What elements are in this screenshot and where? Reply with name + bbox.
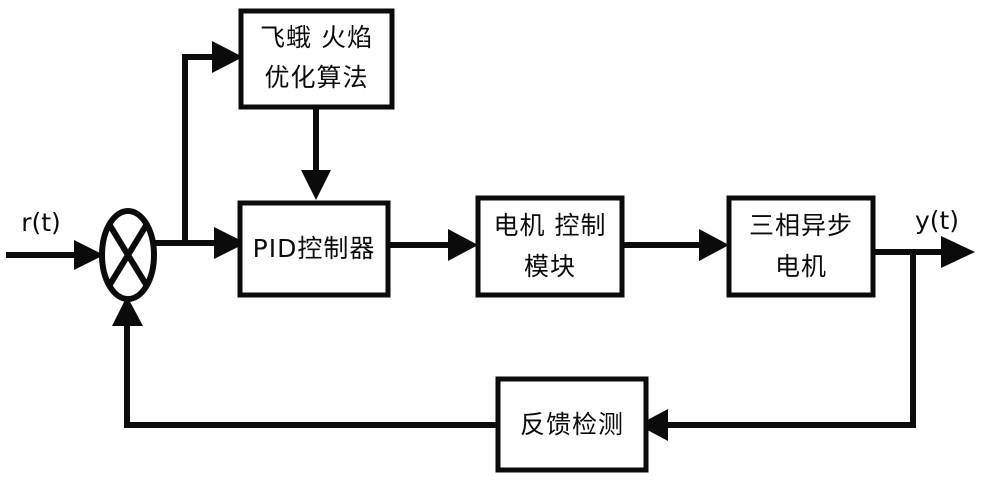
pid-controller-block-frame (237, 200, 391, 298)
arrow-head-summer-feedback-input (112, 296, 143, 326)
wire-feedback-to-summer (112, 296, 498, 428)
arrow-head-mfo-input (212, 41, 243, 73)
summing-junction[interactable] (99, 208, 157, 302)
moth-flame-optimization-label-line-2: 优化算法 (264, 63, 368, 92)
three-phase-induction-motor-block[interactable]: 三相异步 电机 (726, 195, 876, 298)
motor-control-module-block-frame (475, 195, 625, 298)
wire-input-to-summer (6, 240, 104, 270)
arrow-head-pid-input (214, 227, 246, 259)
arrow-head-feedback-input (638, 409, 668, 441)
wire-pid-to-motor-control (388, 229, 478, 261)
motor-control-module-block[interactable]: 电机 控制 模块 (475, 195, 625, 298)
arrow-head-motor-control-input (448, 229, 478, 261)
arrow-head-motor-input (699, 229, 729, 261)
input-signal-label: r(t) (21, 208, 61, 237)
moth-flame-optimization-block-frame (238, 8, 395, 110)
output-signal-label: y(t) (915, 206, 959, 235)
feedback-detection-block[interactable]: 反馈检测 (495, 376, 649, 473)
wire-summer-to-pid (152, 227, 246, 259)
moth-flame-optimization-label-line-1: 飞蛾 火焰 (260, 23, 373, 52)
wire-output-branch-to-feedback (638, 252, 916, 441)
motor-control-module-label-line-1: 电机 控制 (494, 211, 607, 240)
summing-junction-cross-line-2 (106, 222, 150, 288)
three-phase-induction-motor-label-line-2: 电机 (775, 252, 827, 281)
pid-controller-label: PID控制器 (253, 234, 376, 263)
wire-motor-control-to-motor (622, 229, 729, 261)
wire-motor-to-output (873, 236, 975, 268)
wire-mfo-to-pid (301, 107, 331, 200)
motor-control-module-label-line-2: 模块 (524, 252, 576, 281)
arrow-head-input (74, 240, 104, 270)
pid-controller-block[interactable]: PID控制器 (237, 200, 391, 298)
arrow-head-pid-top-input (301, 170, 331, 200)
feedback-detection-block-frame (495, 376, 649, 473)
arrow-head-output (941, 236, 975, 268)
three-phase-induction-motor-block-frame (726, 195, 876, 298)
wire-error-branch-to-mfo (182, 41, 243, 243)
feedback-detection-label: 反馈检测 (520, 410, 624, 439)
three-phase-induction-motor-label-line-1: 三相异步 (749, 211, 853, 240)
moth-flame-optimization-block[interactable]: 飞蛾 火焰 优化算法 (238, 8, 395, 110)
